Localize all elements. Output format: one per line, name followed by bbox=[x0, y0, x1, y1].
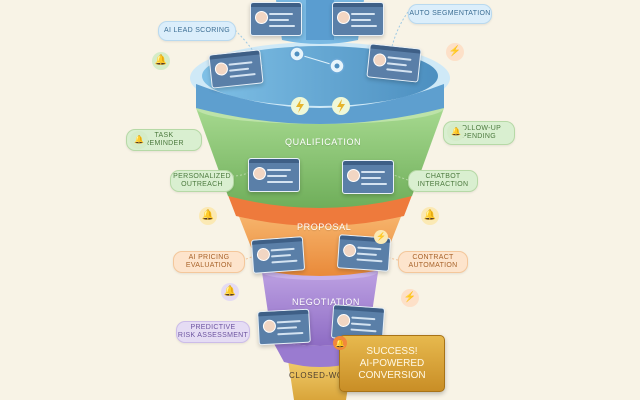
success-badge: SUCCESS! AI-POWERED CONVERSION bbox=[339, 335, 445, 392]
pill-ai-pricing: AI PRICING EVALUATION bbox=[173, 251, 245, 273]
lightning-icon: ⚡ bbox=[374, 230, 388, 244]
profile-card bbox=[250, 236, 306, 274]
bell-icon: 🔔 bbox=[199, 207, 217, 225]
lightning-icon: ⚡ bbox=[446, 43, 464, 61]
pill-chatbot-interaction: CHATBOT INTERACTION bbox=[408, 170, 478, 192]
lightning-icon: ⚡ bbox=[401, 289, 419, 307]
bell-icon: 🔔 bbox=[152, 52, 170, 70]
stage-negotiation-label: NEGOTIATION bbox=[292, 297, 360, 307]
profile-card bbox=[257, 308, 311, 346]
bell-icon: 🔔 bbox=[421, 207, 439, 225]
pill-predictive-risk: PREDICTIVE RISK ASSESSMENT bbox=[176, 321, 250, 343]
funnel-spout bbox=[288, 360, 352, 400]
pill-contract-automation: CONTRACT AUTOMATION bbox=[398, 251, 468, 273]
stage-closed-won-label: CLOSED-WON bbox=[289, 371, 351, 380]
profile-card bbox=[342, 160, 394, 194]
bell-icon: 🔔 bbox=[221, 283, 239, 301]
bell-icon: 🔔 bbox=[333, 336, 347, 350]
stage-proposal-label: PROPOSAL bbox=[297, 222, 352, 232]
profile-card bbox=[332, 2, 384, 36]
stage-qualification-label: QUALIFICATION bbox=[285, 137, 362, 147]
pill-personalized-outreach: PERSONALIZED OUTREACH bbox=[170, 170, 234, 192]
profile-card bbox=[248, 158, 300, 192]
pill-ai-lead-scoring: AI LEAD SCORING bbox=[158, 21, 236, 41]
pill-auto-segmentation: AUTO SEGMENTATION bbox=[408, 4, 492, 24]
bell-icon: 🔔 bbox=[447, 123, 465, 141]
profile-card bbox=[366, 43, 422, 83]
profile-card bbox=[208, 49, 264, 89]
profile-card bbox=[250, 2, 302, 36]
bell-icon: 🔔 bbox=[130, 131, 148, 149]
